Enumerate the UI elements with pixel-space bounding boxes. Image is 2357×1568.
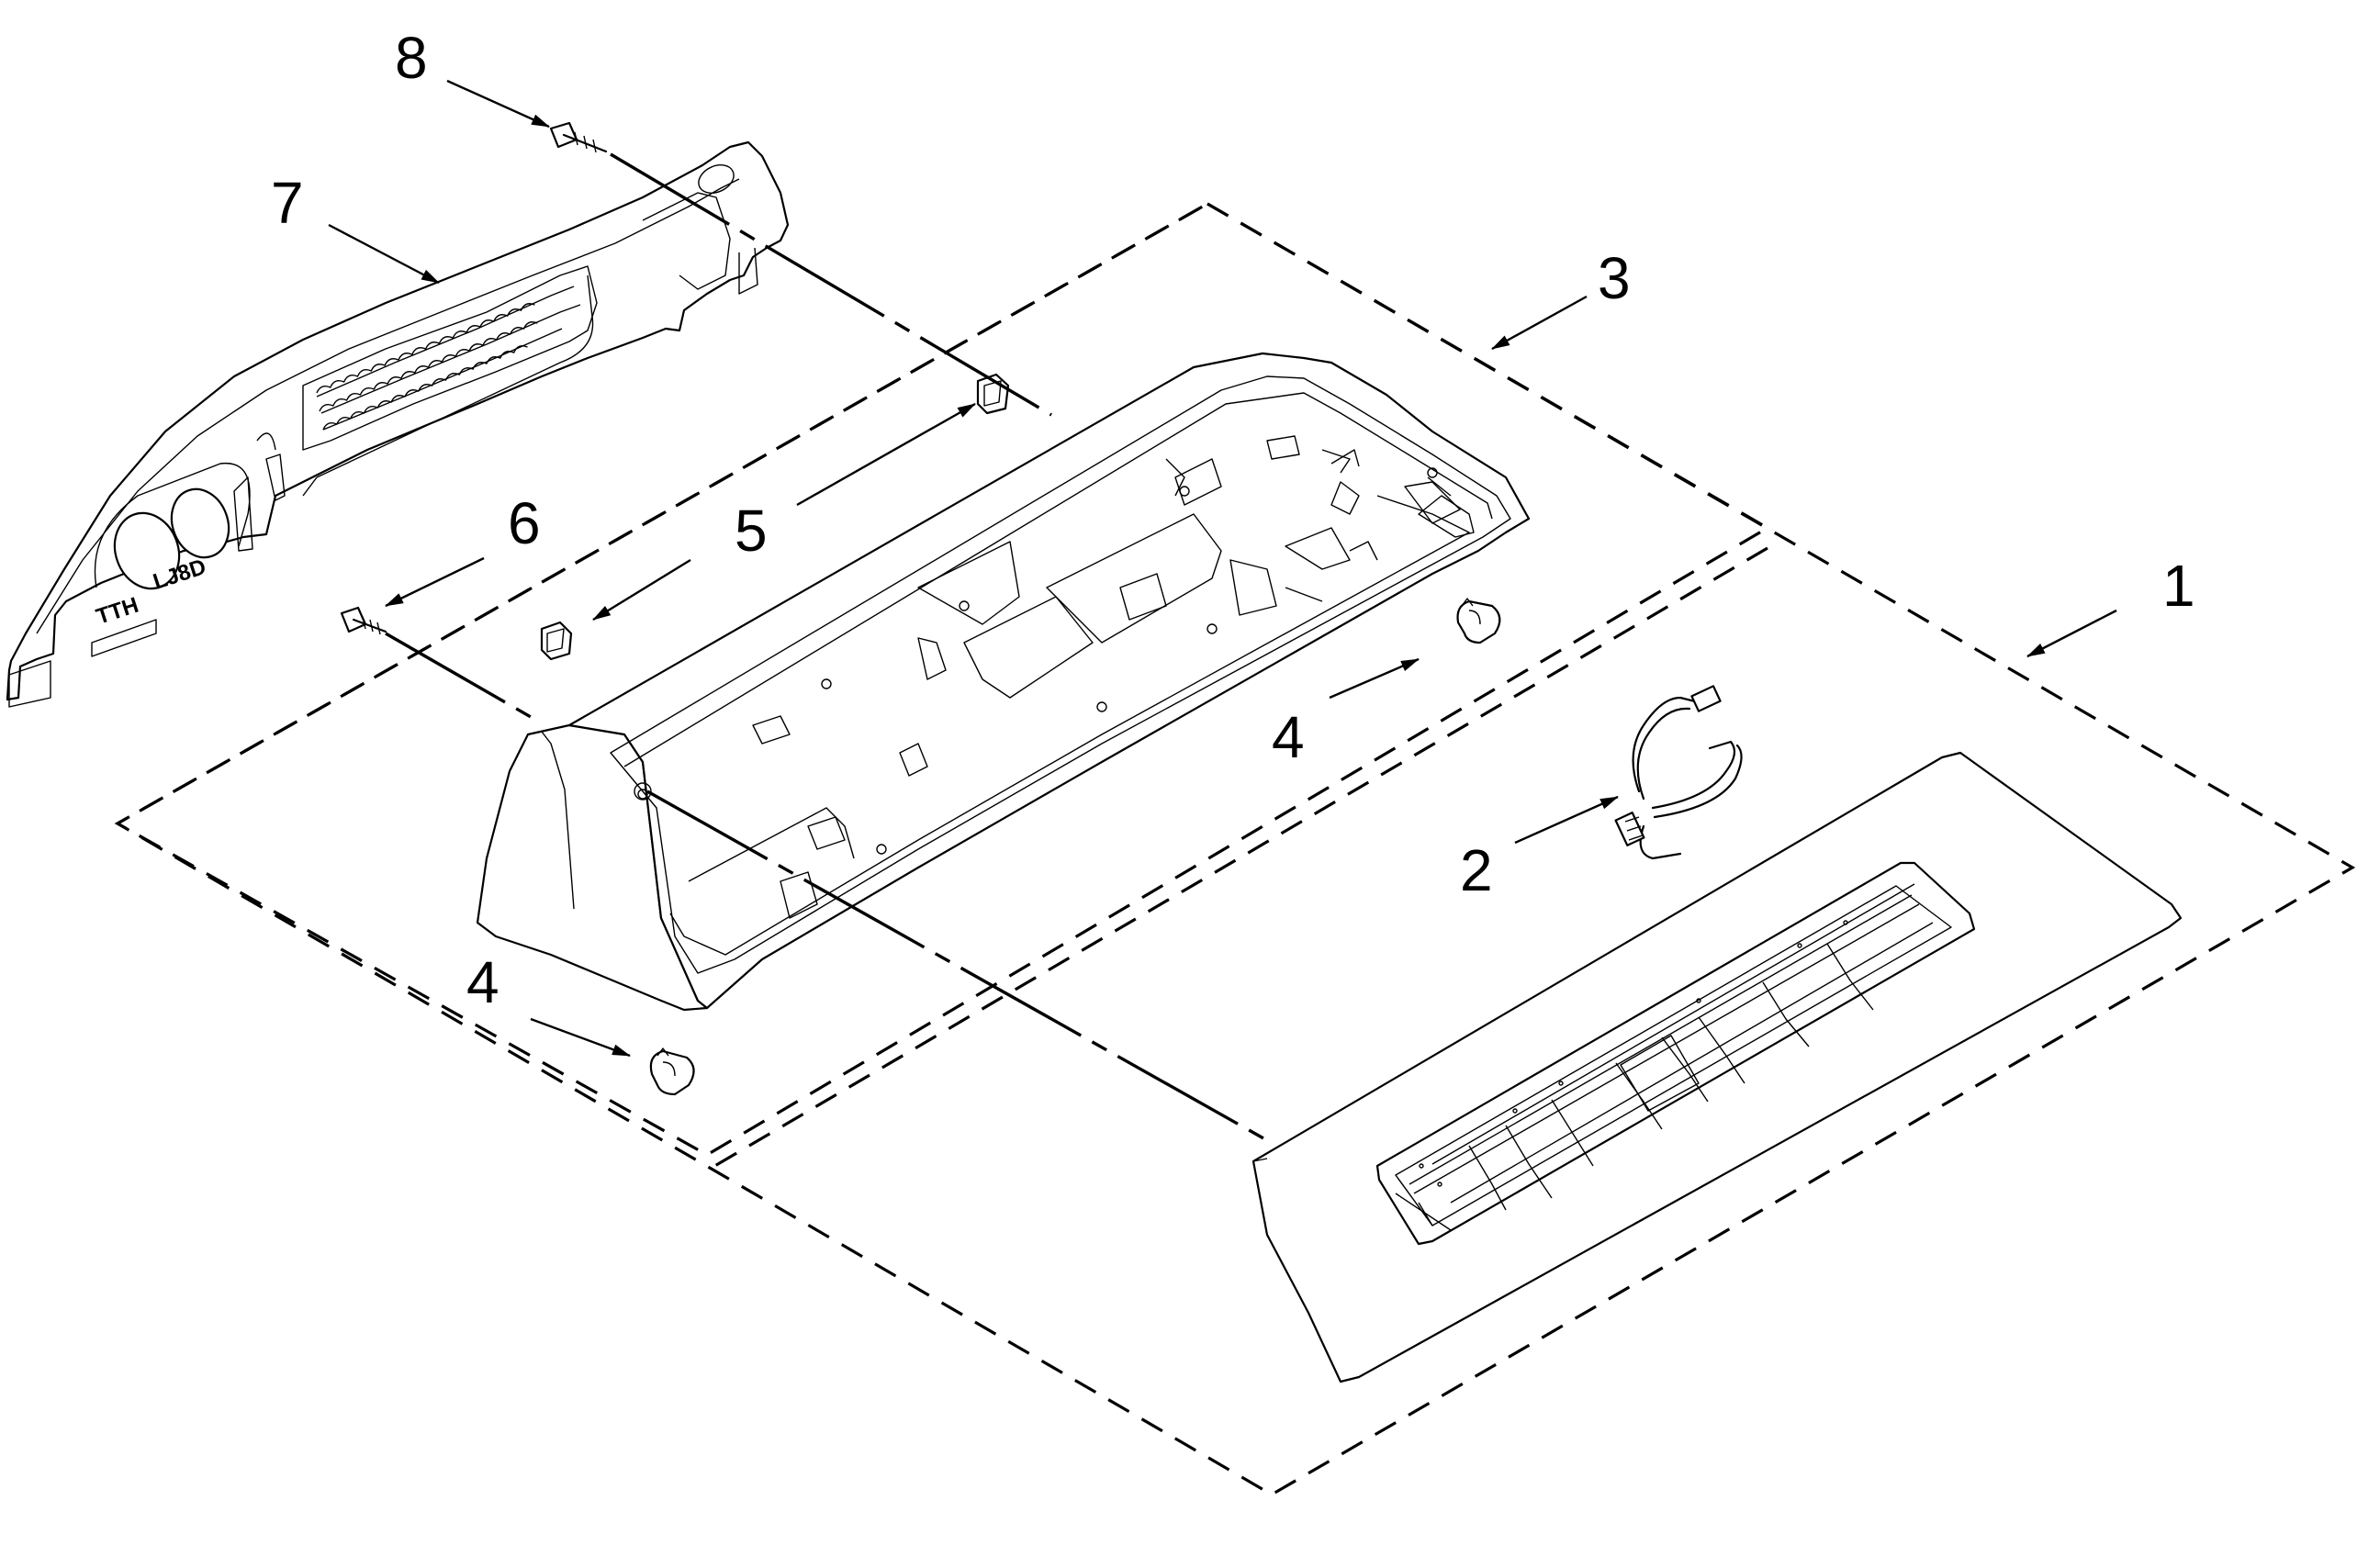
part-4-clip-lower	[649, 1047, 695, 1096]
callout-4-upper: 4	[1272, 704, 1305, 770]
panel-mark-1: TTH	[94, 593, 142, 630]
leader-5-upper	[796, 402, 976, 507]
callout-1: 1	[2162, 553, 2195, 619]
leader-4-lower	[530, 1017, 631, 1058]
part-5-clip-nut-lower	[540, 621, 573, 661]
part-7-rear-cover: TTH LJ8D	[6, 140, 790, 708]
callout-5: 5	[735, 498, 768, 564]
part-4-clip-upper	[1456, 598, 1501, 644]
part-8-screw	[549, 121, 608, 153]
assembly-axis-lines	[385, 152, 1273, 1145]
leader-6	[385, 556, 485, 608]
part-6-screw	[340, 606, 387, 635]
leader-2	[1514, 795, 1619, 845]
part-2-wire-harness	[1614, 685, 1743, 860]
leader-8	[446, 79, 550, 129]
callout-3: 3	[1598, 245, 1631, 311]
leader-5-lower	[592, 558, 691, 622]
callout-8: 8	[395, 25, 428, 91]
callout-6: 6	[508, 490, 541, 556]
leader-7	[328, 223, 440, 285]
assembly-outline-inner	[706, 546, 1768, 1172]
callout-7: 7	[271, 170, 304, 236]
part-3-console-housing	[476, 352, 1531, 1012]
leader-1	[2026, 609, 2117, 658]
leader-3	[1491, 295, 1588, 351]
leader-4-upper	[1329, 657, 1420, 700]
callout-2: 2	[1460, 837, 1493, 903]
callout-labels: 1 2 3 4 4 5 6 7 8	[271, 25, 2195, 1015]
callout-4-lower: 4	[466, 949, 499, 1015]
assembly-outline-3	[114, 202, 1771, 1157]
part-1-control-panel	[1251, 751, 2183, 1383]
leader-lines	[328, 79, 2117, 1058]
